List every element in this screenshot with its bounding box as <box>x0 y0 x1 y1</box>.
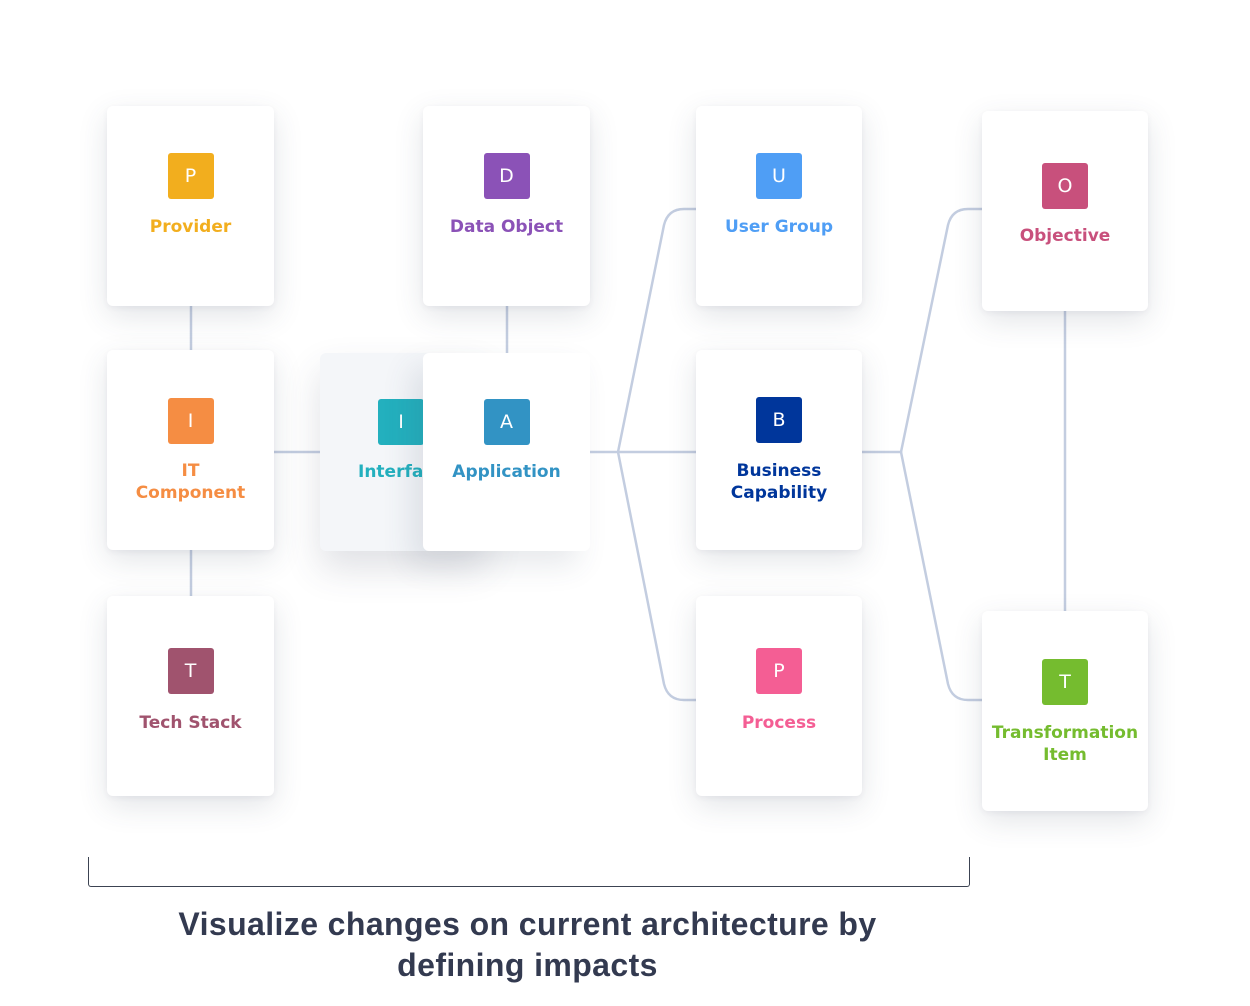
objective-label: Objective <box>982 225 1148 247</box>
process-label: Process <box>696 712 862 734</box>
transformation-item-badge-icon: T <box>1042 659 1088 705</box>
data-object-badge-icon: D <box>483 153 530 199</box>
transformation-item-label-line-1: Transformation <box>991 723 1139 743</box>
provider-badge-icon: P <box>167 153 214 199</box>
process-card[interactable]: P Process <box>696 596 862 796</box>
it-component-label-line-1: IT <box>181 461 200 481</box>
connector-capability-transformation <box>899 450 984 702</box>
data-object-card[interactable]: D Data Object <box>423 106 590 306</box>
caption: Visualize changes on current architectur… <box>140 904 915 986</box>
transformation-item-label: Transformation Item <box>982 722 1148 766</box>
user-group-card[interactable]: U User Group <box>696 106 862 306</box>
data-object-label: Data Object <box>423 216 590 238</box>
provider-label: Provider <box>107 216 274 238</box>
process-badge-icon: P <box>756 648 802 694</box>
provider-label-line: Provider <box>149 217 232 237</box>
objective-card[interactable]: O Objective <box>982 111 1148 311</box>
it-component-label-line-2: Component <box>135 483 246 503</box>
caption-line-2: defining impacts <box>397 947 658 983</box>
connector-application-user-group <box>616 207 698 454</box>
tech-stack-card[interactable]: T Tech Stack <box>107 596 274 796</box>
business-capability-label: Business Capability <box>696 460 862 504</box>
tech-stack-badge-icon: T <box>167 648 214 694</box>
interface-label: Interfa <box>358 461 423 483</box>
it-component-badge-icon: I <box>167 398 214 444</box>
application-badge-icon: A <box>483 399 530 445</box>
interface-badge-icon: I <box>378 399 424 445</box>
objective-label-line: Objective <box>1019 226 1111 246</box>
application-card[interactable]: A Application <box>423 353 590 551</box>
user-group-label: User Group <box>696 216 862 238</box>
connector-application-process <box>616 450 698 702</box>
connector-capability-objective <box>899 207 984 454</box>
tech-stack-label: Tech Stack <box>107 712 274 734</box>
provider-card[interactable]: P Provider <box>107 106 274 306</box>
business-capability-card[interactable]: B Business Capability <box>696 350 862 550</box>
interface-label-line: Interfa <box>358 462 424 482</box>
objective-badge-icon: O <box>1042 163 1088 209</box>
user-group-badge-icon: U <box>756 153 802 199</box>
business-capability-label-line-2: Capability <box>730 483 828 503</box>
transformation-item-card[interactable]: T Transformation Item <box>982 611 1148 811</box>
user-group-label-line: User Group <box>724 217 834 237</box>
transformation-item-label-line-2: Item <box>1043 745 1087 765</box>
process-label-line: Process <box>741 713 817 733</box>
data-object-label-line: Data Object <box>449 217 564 237</box>
it-component-card[interactable]: I IT Component <box>107 350 274 550</box>
scope-bracket <box>88 857 970 887</box>
application-label: Application <box>423 461 590 483</box>
application-label-line: Application <box>452 462 561 482</box>
tech-stack-label-line: Tech Stack <box>139 713 242 733</box>
business-capability-label-line-1: Business <box>736 461 822 481</box>
it-component-label: IT Component <box>107 460 274 504</box>
business-capability-badge-icon: B <box>756 397 802 443</box>
caption-line-1: Visualize changes on current architectur… <box>178 906 877 942</box>
